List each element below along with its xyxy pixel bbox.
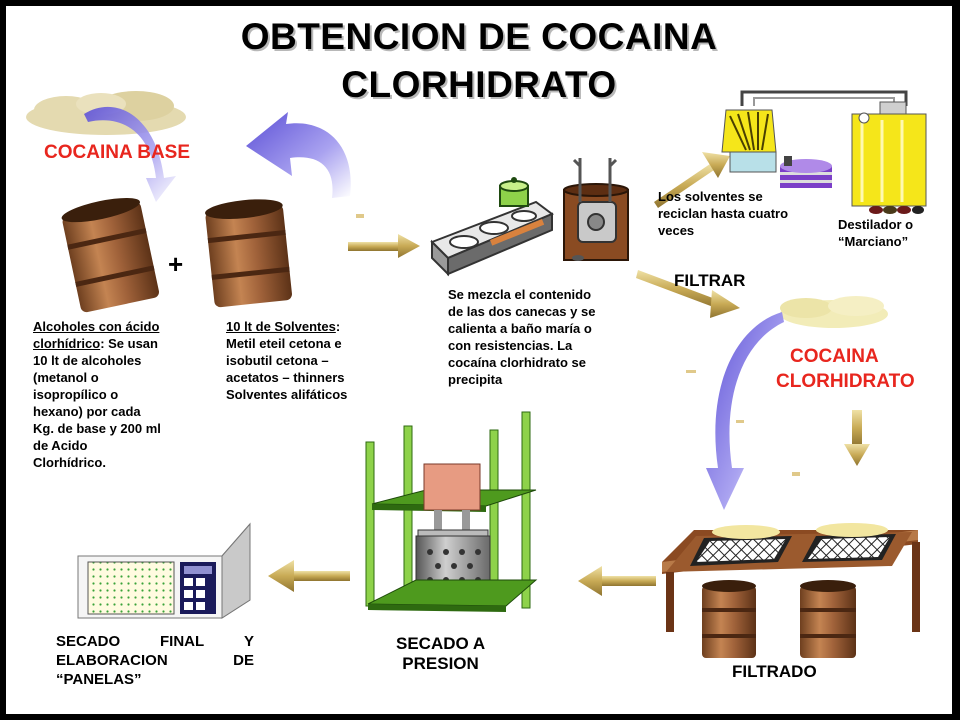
secado-final-line-2: ELABORACION DE (56, 651, 254, 670)
gold-arrow-to-press (578, 566, 656, 596)
secado-final-word-4: ELABORACION (56, 652, 168, 669)
gold-arrow-down (844, 410, 870, 466)
barrel-2 (205, 199, 292, 308)
alcohol-line-3: (metanol o (33, 370, 99, 385)
mezcla-line-2: de las dos canecas y se (448, 304, 596, 319)
mezcla-line-1: Se mezcla el contenido (448, 287, 592, 302)
distiller (721, 90, 927, 214)
drying-oven (77, 522, 251, 619)
plus-sign: + (168, 249, 184, 279)
alcohol-line-4: isopropílico o (33, 387, 119, 402)
reciclan-line-1: Los solventes se (658, 189, 763, 204)
cocaina-clorhidrato-cloud (780, 296, 888, 328)
secado-final-line-3: “PANELAS” (56, 671, 142, 688)
solventes-text: 10 lt de Solventes: Metil eteil cetona e… (226, 318, 347, 403)
filtrar-label: FILTRAR (674, 271, 746, 290)
gold-arrow-to-oven (268, 560, 350, 592)
alcohol-line-2: 10 lt de alcoholes (33, 353, 142, 368)
reciclan-text: Los solventes se reciclan hasta cuatro v… (658, 188, 788, 239)
secado-final-label: SECADO FINAL Y ELABORACION DE “PANELAS” (56, 632, 254, 689)
gold-arrow-to-distiller (654, 152, 730, 208)
solventes-line-3: acetatos – thinners (226, 370, 345, 385)
secado-final-word-1: SECADO (56, 633, 121, 650)
destilador-line-1: Destilador o (838, 217, 914, 232)
mezcla-line-6: precipita (448, 372, 503, 387)
destilador-text: Destilador o “Marciano” (838, 216, 913, 250)
cocaina-clorhidrato-label-1: COCAINA (790, 346, 879, 367)
solventes-colon: : (335, 319, 341, 334)
gold-arrow-filtrar (636, 270, 740, 318)
mixing-station (430, 177, 554, 277)
filter-table (662, 523, 920, 658)
cocaina-base-label: COCAINA BASE (44, 142, 191, 163)
alcohol-line-8: Clorhídrico. (33, 455, 106, 470)
destilador-line-2: “Marciano” (838, 234, 909, 249)
secado-presion-line-2: PRESION (402, 654, 479, 673)
purple-arrow-to-filter (706, 312, 784, 510)
title-line-1: OBTENCION DE COCAINA (240, 16, 718, 57)
barrel-1 (61, 197, 159, 313)
purple-recycle-arrow (246, 112, 351, 198)
mezcla-line-5: cocaína clorhidrato se (448, 355, 586, 370)
alcohol-line-7: de Acido (33, 438, 88, 453)
alcohol-heading-2: clorhídrico (33, 336, 101, 351)
solventes-heading: 10 lt de Solventes (226, 319, 336, 334)
secado-final-word-2: FINAL (160, 633, 205, 650)
reciclan-line-3: veces (658, 223, 695, 238)
slide: OBTENCION DE COCAINA CLORHIDRATO COCAINA… (6, 6, 952, 714)
alcohol-heading-1: Alcoholes con ácido (33, 319, 160, 334)
title-line-2: CLORHIDRATO (341, 64, 617, 105)
solventes-line-1: Metil eteil cetona e (226, 336, 342, 351)
reciclan-line-2: reciclan hasta cuatro (658, 206, 789, 221)
mezcla-line-4: con resistencias. La (448, 338, 573, 353)
alcohol-line-6: Kg. de base y 200 ml (33, 421, 161, 436)
press-machine (365, 411, 538, 612)
secado-presion-line-1: SECADO A (396, 634, 486, 653)
alcohol-line-5: hexano) por cada (33, 404, 141, 419)
secado-final-line-1: SECADO FINAL Y (56, 632, 254, 651)
filtrado-label: FILTRADO (732, 662, 817, 681)
gold-arrow-to-mixer (348, 234, 420, 258)
alcohol-text: Alcoholes con ácido clorhídrico: Se usan… (33, 318, 161, 471)
solventes-line-4: Solventes alifáticos (226, 387, 348, 402)
mezcla-line-3: calienta a baño maría o (448, 321, 592, 336)
cocaina-clorhidrato-label-2: CLORHIDRATO (776, 371, 915, 392)
secado-presion-label: SECADO A PRESION (396, 634, 485, 674)
diagram-art (26, 90, 927, 658)
secado-final-word-5: DE (233, 652, 254, 669)
secado-final-word-3: Y (243, 633, 254, 650)
purple-arrow-cloud-to-barrel (84, 106, 176, 202)
heating-tank (563, 158, 629, 261)
mezcla-text: Se mezcla el contenido de las dos caneca… (448, 286, 595, 388)
alcohol-line-1: : Se usan (100, 336, 158, 351)
solventes-line-2: isobutil cetona – (226, 353, 329, 368)
